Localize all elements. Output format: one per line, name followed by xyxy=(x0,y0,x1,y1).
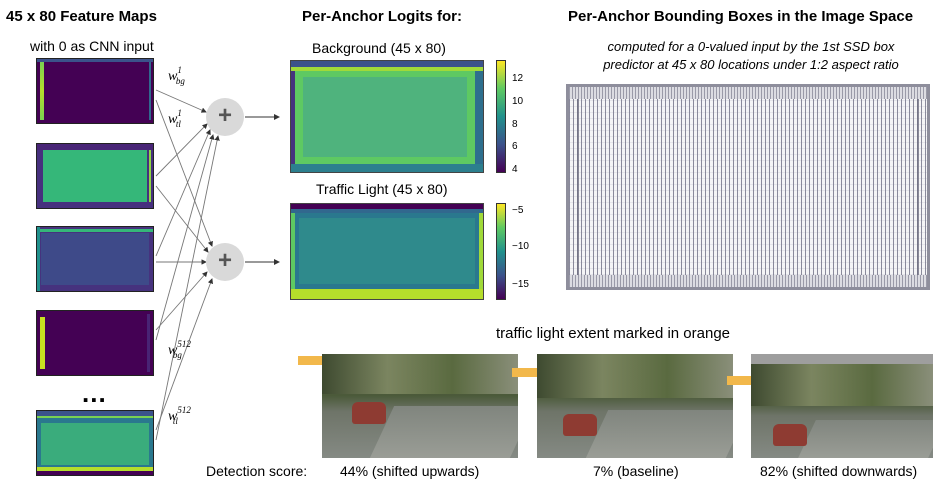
bg-tick-8: 8 xyxy=(512,119,518,130)
tl-tick-minus15: −15 xyxy=(512,279,529,290)
traffic-light-heatmap-label: Traffic Light (45 x 80) xyxy=(316,181,448,197)
feature-maps-subtitle: with 0 as CNN input xyxy=(30,38,154,54)
tl-tick-minus5: −5 xyxy=(512,205,524,216)
traffic-light-marker-3 xyxy=(727,376,755,385)
feature-map-2 xyxy=(36,143,154,209)
bg-tick-12: 12 xyxy=(512,73,524,84)
ellipsis: ... xyxy=(82,378,107,408)
traffic-light-marker-2 xyxy=(512,368,540,377)
detection-score-label: Detection score: xyxy=(206,463,308,479)
tl-tick-minus10: −10 xyxy=(512,241,529,252)
logits-title: Per-Anchor Logits for: xyxy=(302,8,462,25)
detection-score-shifted-down: 82% (shifted downwards) xyxy=(760,463,918,479)
traffic-light-marker-1 xyxy=(298,356,326,365)
red-car-3 xyxy=(773,424,807,446)
background-colorbar xyxy=(496,60,506,173)
bounding-boxes-caption-1: computed for a 0-valued input by the 1st… xyxy=(607,39,895,54)
bg-tick-6: 6 xyxy=(512,141,518,152)
bg-tick-10: 10 xyxy=(512,96,524,107)
bounding-boxes-title: Per-Anchor Bounding Boxes in the Image S… xyxy=(568,8,914,25)
red-car-1 xyxy=(352,402,386,424)
anchor-boxes-plot xyxy=(566,84,930,290)
feature-map-4 xyxy=(36,310,154,376)
detection-score-shifted-up: 44% (shifted upwards) xyxy=(340,463,480,479)
weight-bg-512: w512bg xyxy=(168,339,191,360)
bottom-header: traffic light extent marked in orange xyxy=(496,325,731,342)
bounding-boxes-caption-2: predictor at 45 x 80 locations under 1:2… xyxy=(603,57,899,72)
traffic-light-heatmap xyxy=(290,203,484,300)
weight-bg-1: w1bg xyxy=(168,65,185,86)
weight-tl-1: w1tl xyxy=(168,108,182,129)
traffic-light-colorbar xyxy=(496,203,506,300)
sum-node-background: + xyxy=(206,98,244,136)
camera-image-shifted-up xyxy=(322,354,518,458)
feature-map-1 xyxy=(36,58,154,124)
camera-image-baseline xyxy=(537,354,733,458)
background-heatmap xyxy=(290,60,484,173)
sum-node-traffic-light: + xyxy=(206,243,244,281)
feature-map-3 xyxy=(36,226,154,292)
camera-image-shifted-down xyxy=(751,354,933,458)
red-car-2 xyxy=(563,414,597,436)
feature-maps-title: 45 x 80 Feature Maps xyxy=(6,8,157,25)
weight-tl-512: w512tl xyxy=(168,405,191,426)
feature-map-512 xyxy=(36,410,154,476)
background-heatmap-label: Background (45 x 80) xyxy=(312,40,446,56)
detection-score-baseline: 7% (baseline) xyxy=(593,463,679,479)
bg-tick-4: 4 xyxy=(512,164,518,175)
